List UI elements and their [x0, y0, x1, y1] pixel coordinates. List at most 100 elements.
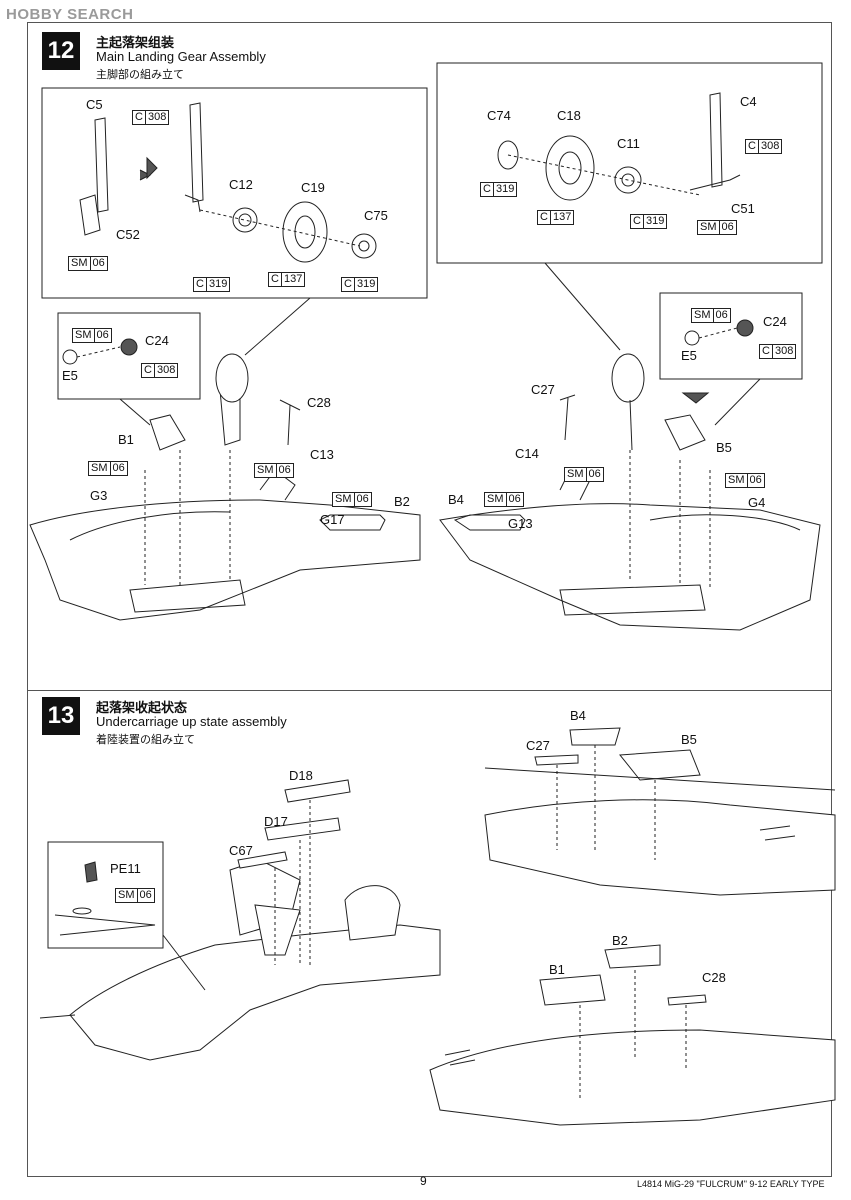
part-label-c28: C28: [307, 395, 331, 410]
part-label-c5: C5: [86, 97, 103, 112]
step-12-number: 12: [42, 32, 80, 70]
part-tag-prefix: SM: [89, 462, 111, 475]
part-label-c12: C12: [229, 177, 253, 192]
step-13-number: 13: [42, 697, 80, 735]
part-tag-prefix: SM: [692, 309, 714, 322]
part-tag-prefix: C: [194, 278, 207, 291]
part-tag-code: 06: [588, 468, 601, 480]
part-tag-code: 06: [749, 474, 762, 486]
part-tag-code: 06: [278, 464, 291, 476]
part-label-c28-up: C28: [702, 970, 726, 985]
part-tag-prefix: C: [631, 215, 644, 228]
part-tag-code: 06: [112, 462, 125, 474]
part-tag-code: 06: [139, 889, 152, 901]
part-tag-code: 06: [356, 493, 369, 505]
part-tag-code: 308: [760, 140, 780, 152]
part-label-pe11: PE11: [110, 861, 141, 876]
part-label-c51: C51: [731, 201, 755, 216]
part-tag-prefix: SM: [698, 221, 720, 234]
part-tag-code: 06: [715, 309, 728, 321]
part-label-b1: B1: [118, 432, 134, 447]
step-13-title-cn: 起落架收起状态: [96, 700, 188, 715]
part-tag-prefix: C: [538, 211, 551, 224]
part-label-c27-up: C27: [526, 738, 550, 753]
part-tag-prefix: SM: [565, 468, 587, 481]
part-tag-prefix: C: [342, 278, 355, 291]
part-tag-code: 319: [208, 278, 228, 290]
part-label-c52: C52: [116, 227, 140, 242]
part-label-c74: C74: [487, 108, 511, 123]
part-label-b2-up: B2: [612, 933, 628, 948]
step-divider: [27, 690, 832, 691]
part-label-c24-right: C24: [763, 314, 787, 329]
page-number: 9: [420, 1174, 427, 1188]
part-tag-code: 308: [774, 345, 794, 357]
part-tag-code: 137: [552, 211, 572, 223]
part-tag-code: 06: [92, 257, 105, 269]
part-label-b5: B5: [716, 440, 732, 455]
step-12-title-jp: 主脚部の組み立て: [96, 69, 184, 81]
part-tag-code: 06: [96, 329, 109, 341]
part-tag-prefix: SM: [255, 464, 277, 477]
part-tag-prefix: SM: [73, 329, 95, 342]
part-label-e5-left: E5: [62, 368, 78, 383]
step-13-title-jp: 着陸装置の組み立て: [96, 734, 195, 746]
watermark: HOBBY SEARCH: [6, 6, 134, 23]
part-label-d18: D18: [289, 768, 313, 783]
part-tag-code: 308: [156, 364, 176, 376]
part-label-c67: C67: [229, 843, 253, 858]
part-tag-prefix: C: [269, 273, 282, 286]
part-label-c75: C75: [364, 208, 388, 223]
part-tag-prefix: C: [133, 111, 146, 124]
part-tag-prefix: C: [746, 140, 759, 153]
part-label-g13: G13: [508, 516, 533, 531]
part-label-g4: G4: [748, 495, 766, 510]
step-12-title-en: Main Landing Gear Assembly: [96, 49, 266, 64]
part-label-c14: C14: [515, 446, 539, 461]
part-tag-code: 319: [495, 183, 515, 195]
part-tag-code: 06: [721, 221, 734, 233]
part-tag-prefix: C: [760, 345, 773, 358]
kit-title-footer: L4814 MiG-29 "FULCRUM" 9-12 EARLY TYPE: [637, 1179, 825, 1189]
part-label-b1-up: B1: [549, 962, 565, 977]
part-tag-code: 319: [645, 215, 665, 227]
part-label-b4: B4: [448, 492, 464, 507]
step-12-title-cn: 主起落架组装: [96, 35, 175, 50]
part-tag-prefix: SM: [333, 493, 355, 506]
part-label-c13: C13: [310, 447, 334, 462]
part-label-b5-up: B5: [681, 732, 697, 747]
part-tag-code: 06: [508, 493, 521, 505]
part-label-e5-right: E5: [681, 348, 697, 363]
part-label-c4: C4: [740, 94, 757, 109]
part-label-c18: C18: [557, 108, 581, 123]
part-label-c27: C27: [531, 382, 555, 397]
part-tag-code: 137: [283, 273, 303, 285]
part-tag-prefix: C: [142, 364, 155, 377]
part-tag-prefix: SM: [726, 474, 748, 487]
part-label-d17: D17: [264, 814, 288, 829]
part-tag-code: 319: [356, 278, 376, 290]
instruction-sheet-frame: [27, 22, 832, 1177]
part-tag-prefix: SM: [116, 889, 138, 902]
part-label-b4-up: B4: [570, 708, 586, 723]
